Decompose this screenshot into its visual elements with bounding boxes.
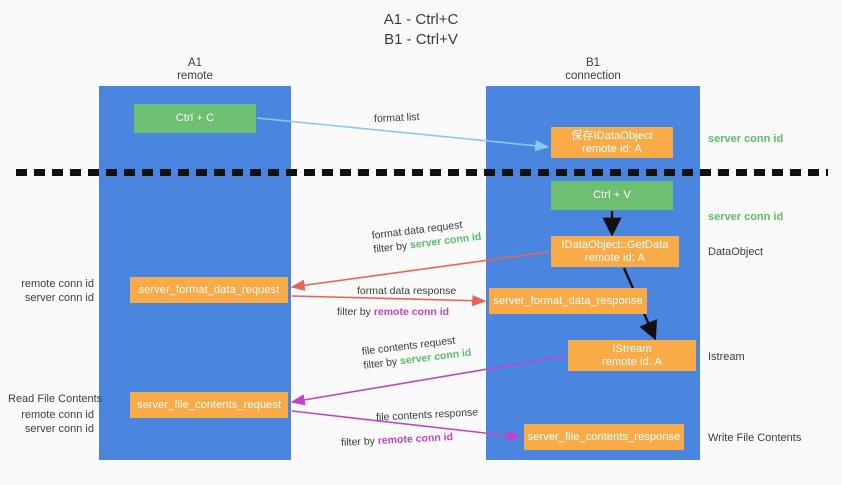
node-ctrl-v-label: Ctrl + V	[593, 189, 631, 201]
annotation-istream: Istream	[708, 351, 745, 363]
node-save-idataobject-subtitle: remote id: A	[582, 142, 642, 155]
annotation-remote-conn-id-file: remote conn id	[21, 409, 94, 421]
filter-value: remote conn id	[373, 306, 450, 318]
edge-label-format-list: format list	[373, 111, 420, 125]
annotation-write-file-contents: Write File Contents	[708, 432, 802, 444]
node-ctrl-v[interactable]: Ctrl + V	[551, 181, 673, 210]
arrow-format-data-response	[291, 295, 487, 307]
node-idataobject-getdata[interactable]: IDataObject::GetData remote id: A	[551, 236, 679, 267]
page-title: A1 - Ctrl+C B1 - Ctrl+V	[383, 11, 459, 48]
node-ctrl-c-label: Ctrl + C	[175, 112, 215, 124]
node-save-idataobject-title: 保存IDataObject	[571, 129, 653, 142]
annotation-conn-ids-format: remote conn id server conn id	[8, 277, 94, 305]
node-idataobject-getdata-subtitle: remote id: A	[585, 251, 645, 264]
lane-header-a1: A1 remote	[99, 57, 291, 83]
node-server-file-contents-request-label: server_file_contents_request	[136, 398, 282, 411]
node-save-idataobject[interactable]: 保存IDataObject remote id: A	[551, 127, 673, 158]
annotation-conn-ids-file: Read File Contents remote conn id server…	[8, 392, 103, 436]
filter-prefix: filter by	[337, 306, 374, 318]
filter-value: remote conn id	[377, 431, 454, 447]
annotation-server-conn-id-mid: server conn id	[708, 211, 784, 223]
node-server-file-contents-response[interactable]: server_file_contents_response	[524, 424, 684, 450]
phase-separator-line	[16, 169, 828, 176]
node-istream-title: IStream	[612, 342, 652, 355]
node-istream[interactable]: IStream remote id: A	[568, 340, 696, 371]
annotation-dataobject: DataObject	[708, 246, 764, 258]
lane-b1-name: B1	[585, 57, 601, 69]
node-istream-subtitle: remote id: A	[602, 355, 662, 368]
annotation-remote-conn-id-format: remote conn id	[21, 278, 94, 290]
node-server-format-data-request[interactable]: server_format_data_request	[130, 277, 288, 303]
node-server-format-data-request-label: server_format_data_request	[138, 283, 280, 296]
lane-b1-sub: connection	[565, 70, 621, 82]
node-server-format-data-response-label: server_format_data_response	[493, 294, 643, 307]
edge-label-format-data-response: format data response	[357, 285, 457, 297]
node-server-format-data-response[interactable]: server_format_data_response	[489, 288, 647, 314]
arrow-file-contents-request	[290, 355, 566, 406]
arrow-format-list	[256, 117, 550, 152]
filter-prefix: filter by	[340, 435, 379, 449]
lane-a1-sub: remote	[177, 70, 213, 82]
lane-header-b1: B1 connection	[486, 57, 700, 83]
annotation-server-conn-id-format: server conn id	[24, 292, 94, 304]
lane-a1-name: A1	[187, 57, 203, 69]
node-ctrl-c[interactable]: Ctrl + C	[134, 104, 256, 133]
edge-label-format-data-response-filter: filter by remote conn id	[337, 305, 449, 319]
annotation-read-file-contents: Read File Contents	[8, 393, 103, 405]
node-idataobject-getdata-title: IDataObject::GetData	[561, 238, 669, 251]
arrow-format-data-request	[290, 251, 549, 291]
node-server-file-contents-response-label: server_file_contents_response	[527, 430, 681, 443]
annotation-server-conn-id-file: server conn id	[24, 423, 94, 435]
annotation-server-conn-id-top: server conn id	[708, 133, 784, 145]
arrow-file-contents-response	[291, 410, 522, 442]
node-server-file-contents-request[interactable]: server_file_contents_request	[130, 392, 288, 418]
